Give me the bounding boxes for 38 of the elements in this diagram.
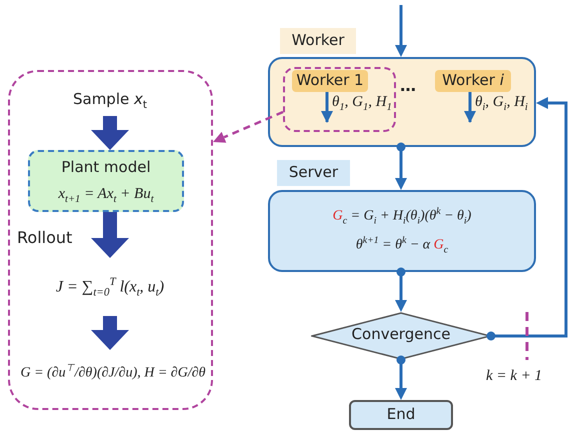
arrow	[395, 142, 407, 190]
node-label: Worker 1	[295, 71, 365, 89]
node-label: Worker	[290, 31, 346, 49]
formula: θ$^{k+1}$ = θ$^{k}$ − α G$_{c}$	[354, 235, 450, 256]
worker-group-box	[268, 57, 536, 147]
node-label: Plant model	[60, 158, 152, 176]
node-label: Worker i	[441, 71, 505, 89]
block-arrow	[91, 116, 129, 150]
arrow	[395, 268, 407, 312]
node-label: Sample x$_{t}$	[72, 90, 148, 111]
server-box	[268, 190, 536, 272]
formula: x$_{t+1}$ = Ax$_{t}$ + Bu$_{t}$	[57, 186, 155, 205]
arrow	[464, 92, 476, 123]
end-box	[349, 400, 453, 430]
worker-box	[435, 70, 511, 92]
arrow	[486, 97, 568, 340]
block-arrow	[91, 316, 129, 350]
arrow	[321, 92, 333, 123]
node-label: End	[386, 405, 416, 423]
formula: J = ∑$_{t=0}$$^{T}$ l(x$_{t}$, u$_{t}$)	[54, 276, 166, 299]
section-tab	[277, 160, 350, 186]
edge-label: θ$_{i}$, G$_{i}$, H$_{i}$	[475, 94, 528, 113]
dashed-group-box	[283, 67, 396, 132]
formula: G = (∂u$^{⊤}$/∂θ)(∂J/∂u), H = ∂G/∂θ	[19, 362, 207, 382]
section-tab	[280, 28, 356, 54]
arrow	[213, 110, 284, 143]
arrow	[395, 5, 407, 57]
formula: G$_{c}$ = G$_{i}$ + H$_{i}$(θ$_{i}$)(θ$^{k}$ − θ$_{i}$)	[332, 206, 472, 226]
ellipsis-label: …	[400, 76, 416, 95]
dashed-group-panel	[8, 70, 213, 410]
edge-label: k = k + 1	[486, 368, 542, 385]
arrow	[395, 356, 407, 400]
edge-label: θ$_{1}$, G$_{1}$, H$_{1}$	[332, 94, 392, 113]
plant-model-box	[28, 150, 184, 212]
node-label: Convergence	[350, 325, 452, 343]
edge-label: Rollout	[17, 228, 72, 247]
node-label: Server	[288, 163, 340, 181]
block-arrow	[91, 212, 129, 258]
